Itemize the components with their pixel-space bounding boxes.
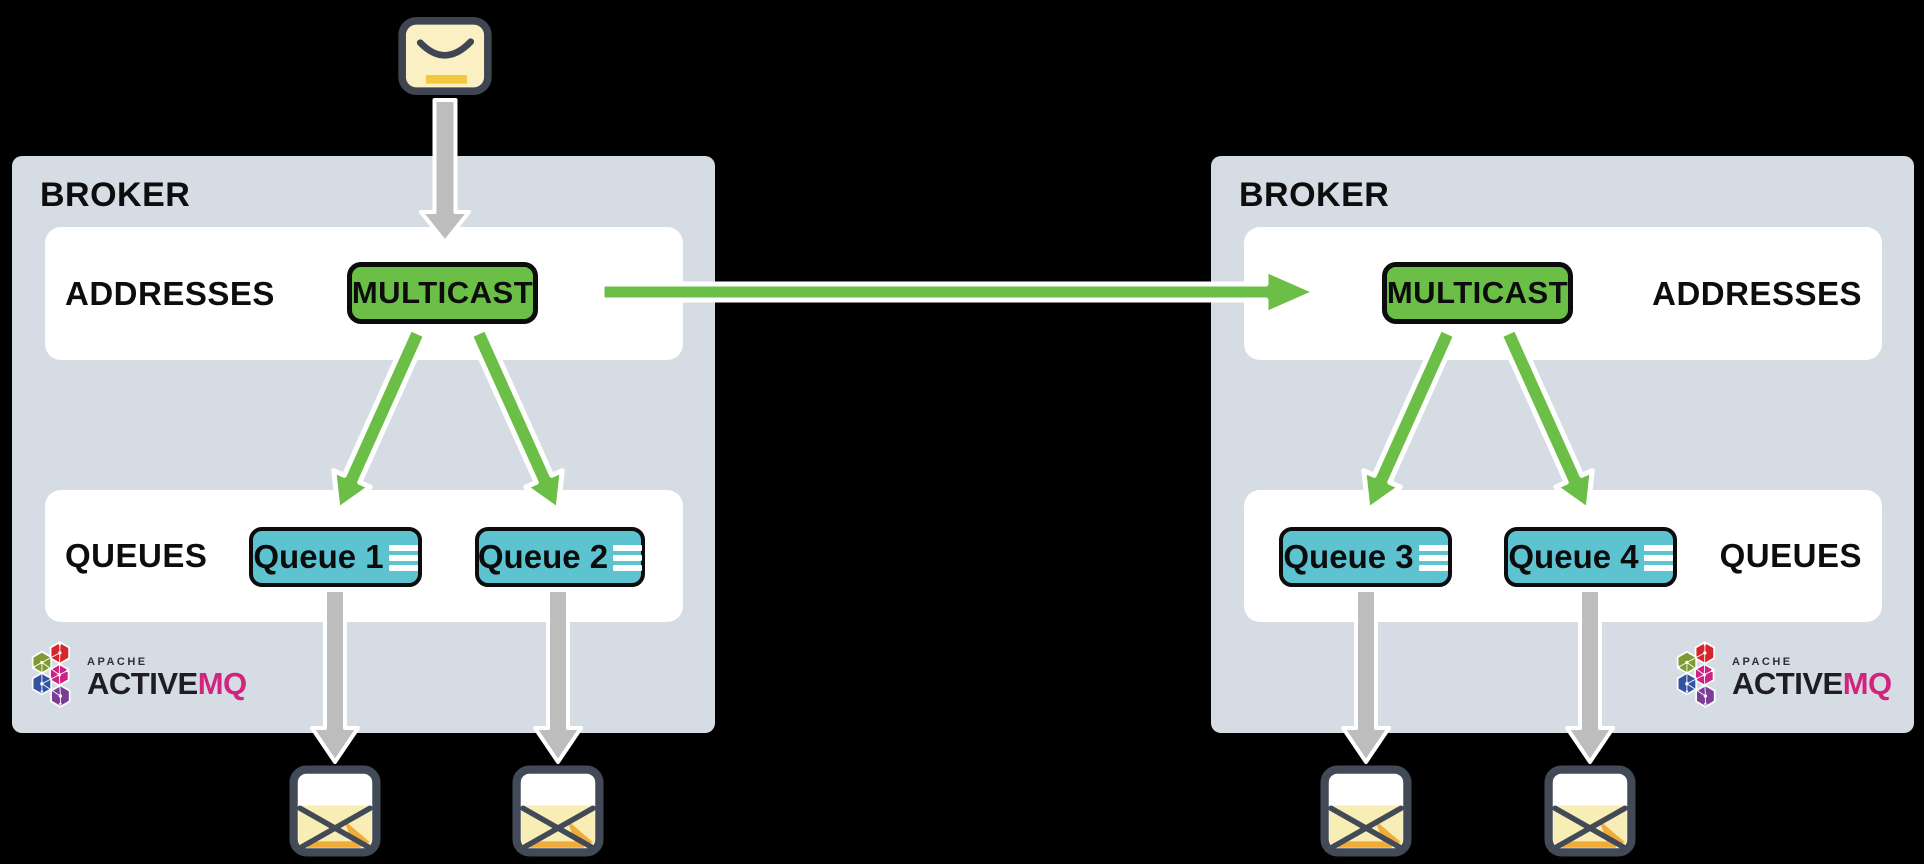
queue-node-1: Queue 1: [249, 527, 422, 587]
queues-label: QUEUES: [65, 537, 208, 574]
activemq-logo: APACHE ACTIVEMQ: [25, 640, 247, 714]
queue-label: Queue 2: [477, 538, 609, 575]
consumer-message-envelope-icon: [1544, 765, 1636, 862]
logo-active-text: ACTIVE: [87, 665, 198, 701]
queues-panel: Queue 3 Queue 4 QUEUES: [1244, 490, 1882, 622]
producer-message-envelope-icon: [397, 16, 493, 101]
activemq-logo: APACHE ACTIVEMQ: [1670, 640, 1892, 714]
logo-active-text: ACTIVE: [1732, 665, 1843, 701]
queue-list-icon: [1643, 545, 1673, 571]
addresses-label: ADDRESSES: [65, 274, 275, 312]
consumer-message-envelope-icon: [289, 765, 381, 862]
queues-label: QUEUES: [1719, 537, 1862, 574]
queue-label: Queue 4: [1508, 538, 1639, 575]
broker-right: BROKER MULTICAST ADDRESSES BINDINGS Queu…: [1211, 156, 1914, 733]
queue-node-2: Queue 2: [475, 527, 645, 587]
broker-title: BROKER: [40, 176, 191, 214]
consumer-message-envelope-icon: [1320, 765, 1412, 862]
logo-mq-text: MQ: [197, 665, 247, 701]
logo-mq-text: MQ: [1842, 665, 1892, 701]
queues-panel: QUEUES Queue 1 Queue 2: [45, 490, 683, 622]
activemq-hexagons-icon: [1676, 641, 1716, 708]
multicast-address-node: MULTICAST: [1382, 262, 1573, 324]
broker-left: BROKER ADDRESSES MULTICAST BINDINGS QUEU…: [12, 156, 715, 733]
queue-list-icon: [388, 545, 418, 571]
addresses-panel: ADDRESSES MULTICAST: [45, 227, 683, 360]
queue-node-3: Queue 3: [1279, 527, 1452, 587]
logo-apache-text: APACHE: [87, 655, 148, 668]
queue-label: Queue 3: [1283, 538, 1414, 575]
broker-title: BROKER: [1239, 176, 1390, 214]
queue-label: Queue 1: [253, 538, 384, 575]
addresses-panel: MULTICAST ADDRESSES: [1244, 227, 1882, 360]
consumer-message-envelope-icon: [512, 765, 604, 862]
queue-list-icon: [613, 545, 643, 571]
addresses-label: ADDRESSES: [1652, 274, 1862, 312]
queue-node-4: Queue 4: [1504, 527, 1677, 587]
activemq-hexagons-icon: [31, 641, 71, 708]
queue-list-icon: [1418, 545, 1448, 571]
logo-apache-text: APACHE: [1732, 655, 1793, 668]
multicast-address-node: MULTICAST: [347, 262, 538, 324]
